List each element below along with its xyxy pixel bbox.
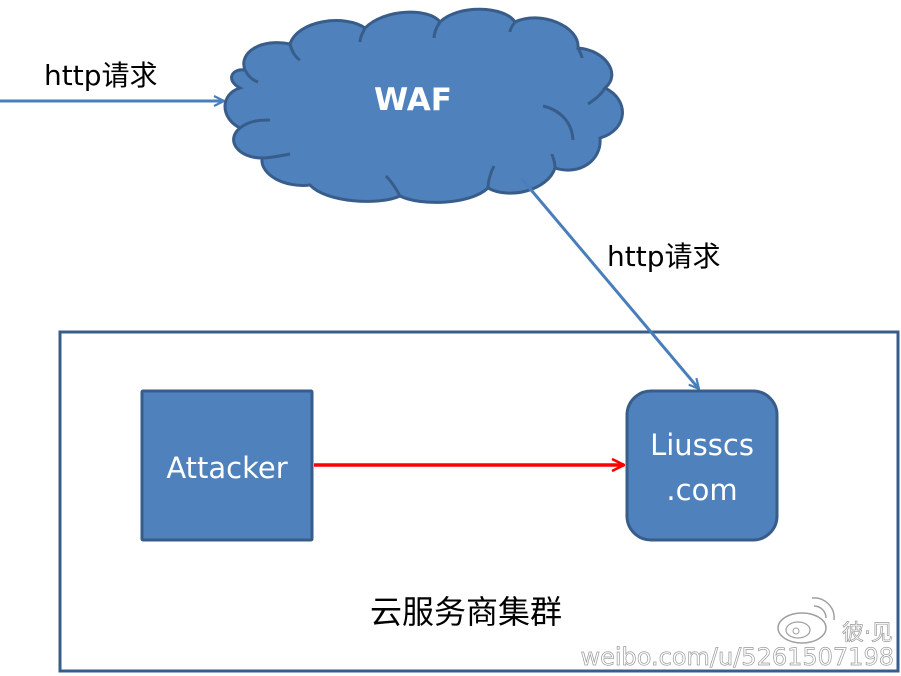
watermark-name: 彼·见 [842, 621, 893, 646]
weibo-logo-icon [777, 597, 835, 644]
cluster-label: 云服务商集群 [370, 593, 562, 631]
attacker-node: Attacker [140, 389, 314, 542]
target-site-box [625, 389, 779, 542]
waf-cloud: WAF [223, 7, 624, 204]
weibo-watermark: 彼·见 weibo.com/u/5261507198 [580, 597, 894, 671]
target-site-node: Liusscs .com [625, 389, 779, 542]
forward-request-arrow [519, 177, 699, 389]
incoming-request-label: http请求 [44, 59, 157, 92]
target-label-line1: Liusscs [650, 428, 754, 462]
cloud-provider-cluster-box [58, 330, 900, 673]
watermark-url: weibo.com/u/5261507198 [580, 643, 894, 671]
attacker-label: Attacker [166, 451, 287, 485]
attacker-box [140, 389, 314, 542]
target-label-line2: .com [666, 473, 737, 507]
waf-label: WAF [374, 82, 452, 118]
forward-request-label: http请求 [607, 240, 720, 273]
cloud-shape [223, 7, 624, 204]
